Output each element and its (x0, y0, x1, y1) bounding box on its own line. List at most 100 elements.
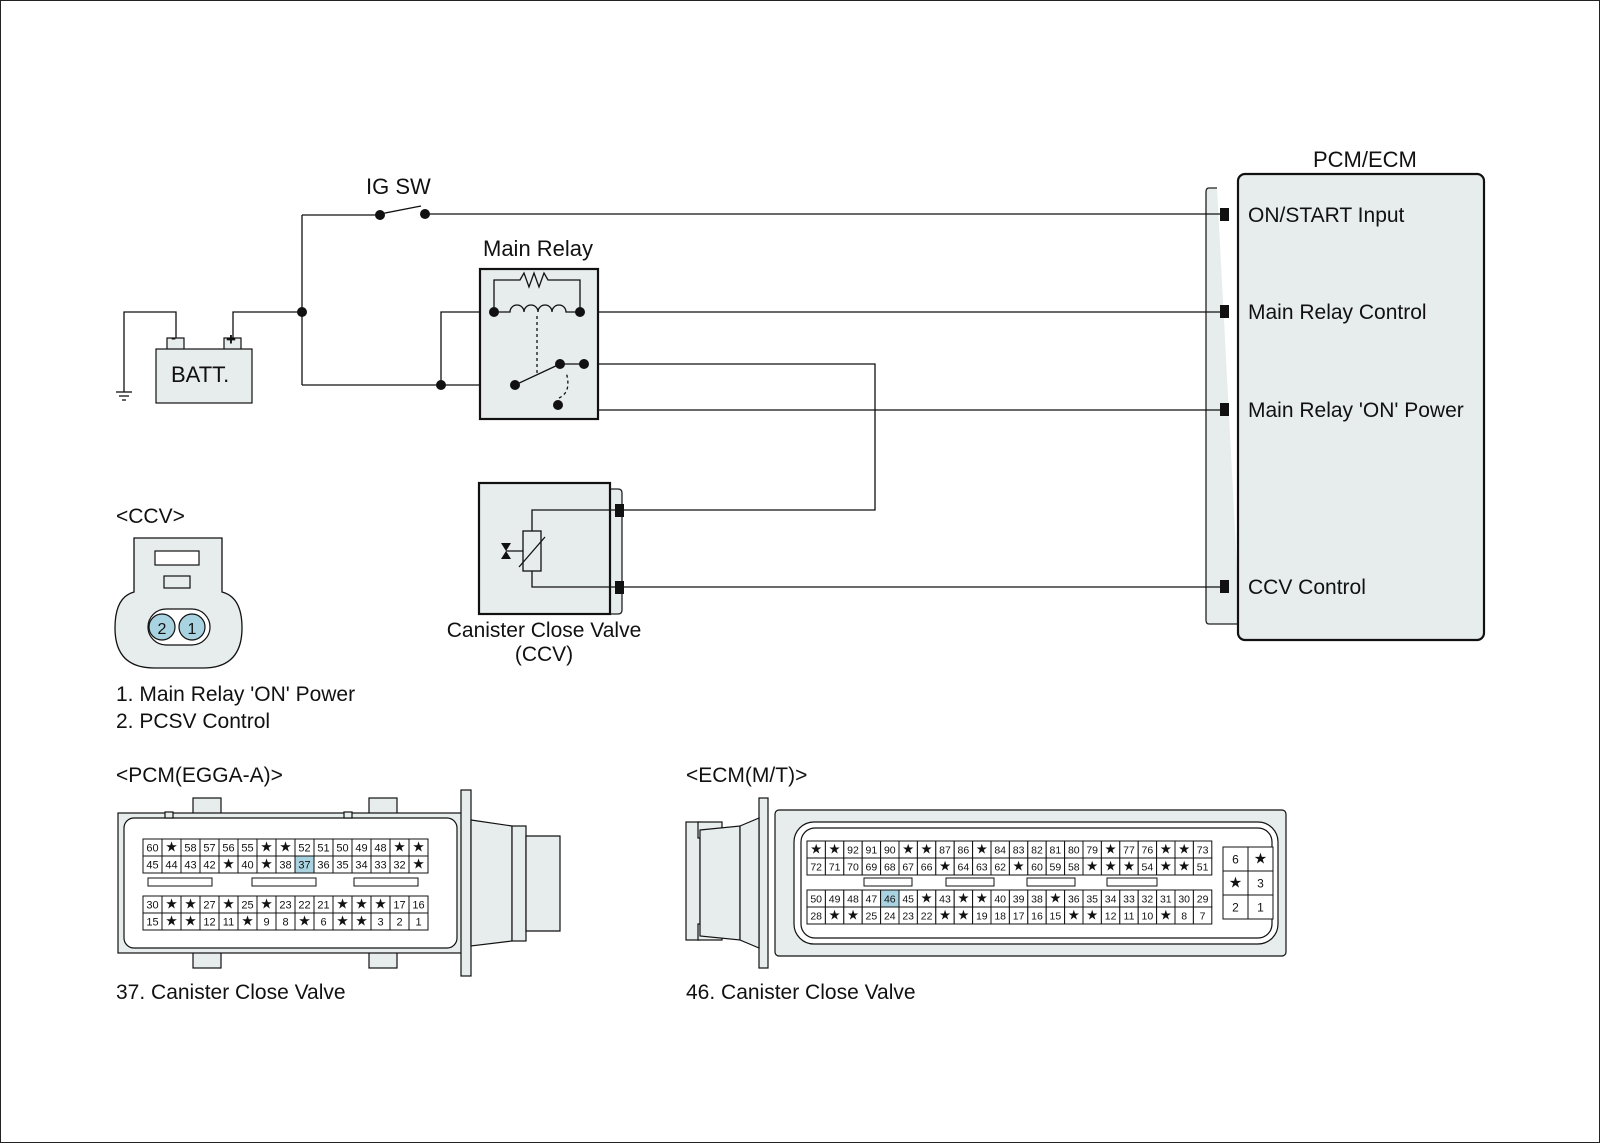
pin-label: 17 (393, 899, 405, 911)
pin-label: 52 (298, 842, 310, 854)
pin-label: ★ (222, 855, 235, 871)
ccv-pin-2 (148, 613, 176, 641)
pin-label: ★ (939, 907, 951, 922)
pin-label: 91 (866, 844, 878, 856)
pin-label: 68 (884, 861, 896, 873)
pin-label: 35 (336, 859, 348, 871)
pin-label: 51 (1197, 861, 1209, 873)
pin-label: 48 (374, 842, 386, 854)
ccv-pin-1-label: 1 (188, 621, 197, 638)
pin-label: 43 (184, 859, 196, 871)
pin-label: 15 (146, 916, 158, 928)
junction-dot (297, 307, 307, 317)
pin-label: 82 (1031, 844, 1043, 856)
pin-label: 80 (1068, 844, 1080, 856)
pin-label: ★ (1105, 858, 1117, 873)
pin-label: 17 (1013, 910, 1025, 922)
battery-label: BATT. (171, 362, 230, 387)
ccv-pin-1 (178, 613, 206, 641)
pin-label: 25 (866, 910, 878, 922)
pin-label: 48 (847, 893, 859, 905)
pin-label: 71 (829, 861, 841, 873)
pin-label: ★ (1160, 858, 1172, 873)
pin-cell (1192, 906, 1213, 925)
pin-label: 51 (317, 842, 329, 854)
pin-label: 11 (223, 916, 234, 928)
pin-label: 7 (1200, 910, 1206, 922)
pin-label: ★ (1013, 858, 1025, 873)
pin-label: 12 (1105, 910, 1117, 922)
pin-label: 47 (866, 893, 878, 905)
pin-label: 54 (1142, 861, 1154, 873)
pin-label: ★ (184, 912, 197, 928)
pin-label: 62 (994, 861, 1006, 873)
battery-negative-sign: - (171, 330, 176, 347)
pin-label: ★ (165, 912, 178, 928)
pin-label: 69 (866, 861, 878, 873)
pin-label: ★ (279, 838, 292, 854)
pcm-pin-relay-control (1220, 305, 1229, 318)
pin-label: ★ (829, 907, 841, 922)
pin-label: ★ (939, 858, 951, 873)
pin-label: ★ (222, 895, 235, 911)
pcm-connector-title: <PCM(EGGA-A)> (116, 764, 283, 787)
pin-label: 42 (203, 859, 215, 871)
ccv-legend-item-2: 2. PCSV Control (116, 710, 271, 733)
pin-label: 29 (1197, 893, 1209, 905)
pin-label: 77 (1123, 844, 1135, 856)
pin-label: 23 (279, 899, 291, 911)
pin-label: 27 (203, 899, 215, 911)
pin-label: 2 (1232, 900, 1239, 914)
pin-label: 36 (1068, 893, 1080, 905)
pin-label: 84 (994, 844, 1006, 856)
pin-label: 2 (396, 916, 402, 928)
pin-label: ★ (1105, 841, 1117, 856)
main-relay (478, 267, 600, 421)
pin-label: 6 (1232, 852, 1239, 866)
pin-label: ★ (921, 890, 933, 905)
pin-label: 37 (298, 859, 310, 871)
pin-label: ★ (412, 838, 425, 854)
pin-label: 18 (994, 910, 1006, 922)
ccv-valve (477, 481, 624, 616)
pin-label: 28 (810, 910, 822, 922)
pin-label: ★ (1086, 907, 1098, 922)
pin-label: 67 (902, 861, 914, 873)
pin-label: 38 (279, 859, 291, 871)
pin-label: 79 (1086, 844, 1098, 856)
ccv-pin-2-label: 2 (158, 621, 167, 638)
pin-label: 22 (298, 899, 310, 911)
pin-label: 30 (146, 899, 158, 911)
pin-label: 24 (884, 910, 896, 922)
pin-label: ★ (1049, 890, 1061, 905)
ccv-component-abbr: (CCV) (514, 643, 574, 666)
pin-label: ★ (976, 841, 988, 856)
pin-label: 34 (355, 859, 367, 871)
pin-label: 23 (902, 910, 914, 922)
connector-key-slot (147, 877, 213, 887)
pin-label: 19 (976, 910, 988, 922)
pin-label: ★ (374, 895, 387, 911)
pcm-pin-relay-power (1220, 403, 1229, 416)
pin-label: 66 (921, 861, 933, 873)
pin-label: 92 (847, 844, 859, 856)
ccv-component-name: Canister Close Valve (446, 619, 642, 642)
pin-label: ★ (165, 895, 178, 911)
connector-key-slot (945, 877, 995, 887)
pin-label: 11 (1124, 910, 1135, 922)
pin-cell (1222, 894, 1249, 920)
connector-key-slot (1026, 877, 1076, 887)
pin-label: 40 (994, 893, 1006, 905)
ig-sw-contact-right (420, 209, 430, 219)
pin-label: ★ (1178, 858, 1190, 873)
pin-label: 64 (958, 861, 970, 873)
ccv-box (477, 481, 612, 616)
pin-label: 16 (412, 899, 424, 911)
pcm-pin-on-start (1220, 208, 1229, 221)
pin-label: ★ (957, 890, 969, 905)
pin-label: 33 (1123, 893, 1135, 905)
battery-body (155, 348, 253, 404)
connector-key-slot (251, 877, 317, 887)
